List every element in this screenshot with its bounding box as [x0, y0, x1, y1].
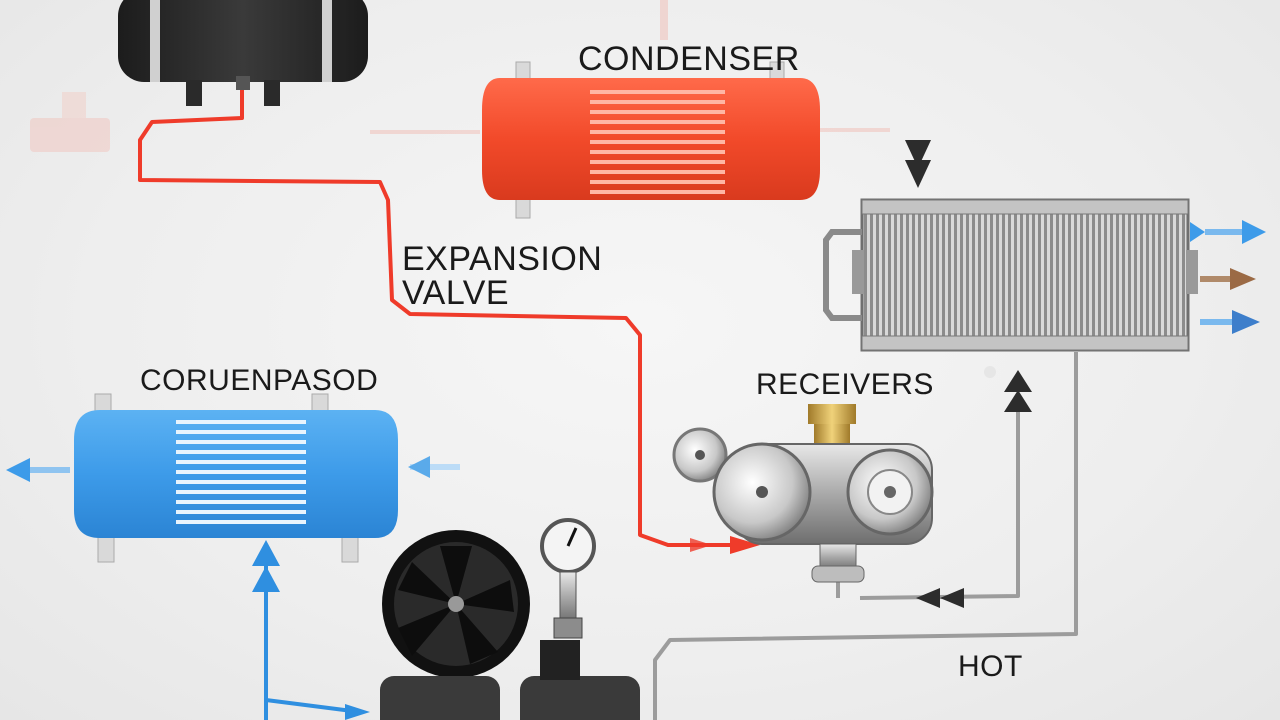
condenser-tank-icon: [482, 61, 820, 219]
compressor-base-icon: [380, 640, 640, 720]
evaporator-tank-icon: [74, 393, 398, 563]
cold-refrigerant-line: [264, 560, 361, 720]
fan-icon: [382, 530, 530, 678]
gray-arrows: [905, 140, 1032, 608]
evaporator-airflow-arrows: [6, 456, 460, 482]
hot-refrigerant-line: [138, 88, 730, 547]
hot-flow-arrow-tail: [690, 538, 712, 552]
condenser-label: CONDENSER: [578, 40, 800, 78]
expansion-valve-label-line2: VALVE: [402, 274, 510, 312]
hot-flow-arrow: [730, 536, 760, 554]
decorative-dot: [984, 366, 996, 378]
compressor-tank-icon: [118, 0, 368, 106]
evaporator-label: CORUENPASOD: [140, 364, 379, 397]
receiver-valve-icon: [672, 404, 934, 583]
gauge-icon: [540, 518, 596, 639]
airflow-arrows: [1190, 220, 1266, 334]
receiver-label: RECEIVERS: [756, 368, 934, 401]
expansion-valve-label-line1: EXPANSION: [402, 240, 603, 278]
radiator-coil-icon: [823, 198, 1198, 352]
decorative-glow: [30, 0, 890, 152]
cold-flow-arrows: [252, 540, 370, 720]
hot-label: HOT: [958, 650, 1023, 683]
